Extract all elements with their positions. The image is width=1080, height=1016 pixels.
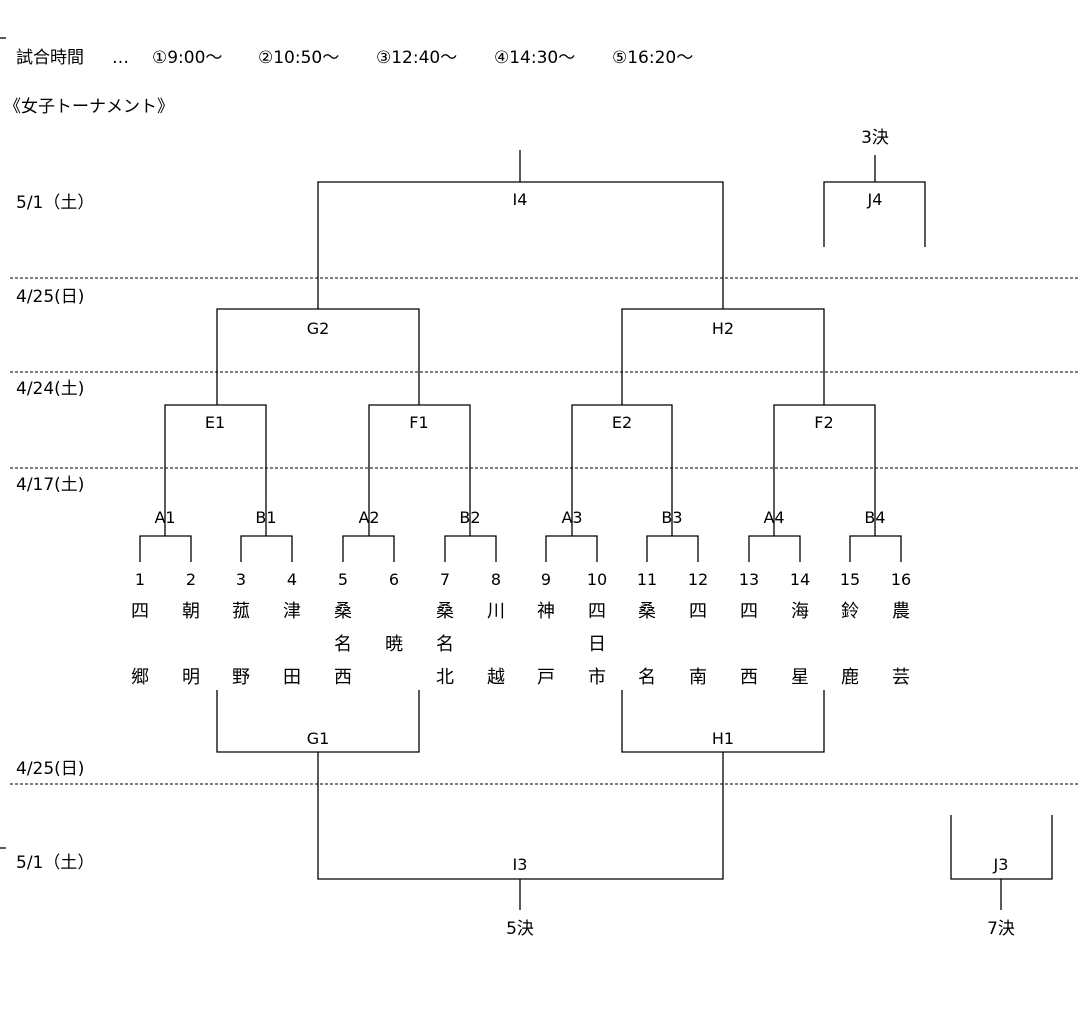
match-label-F1: F1 bbox=[409, 413, 428, 432]
bracket-A2 bbox=[342, 535, 395, 562]
team-number: 1 bbox=[135, 570, 145, 589]
match-label-A2: A2 bbox=[358, 508, 379, 527]
team-number: 12 bbox=[688, 570, 708, 589]
team-number: 3 bbox=[236, 570, 246, 589]
bracket-B4 bbox=[849, 535, 902, 562]
date-may1-top: 5/1（土） bbox=[16, 193, 94, 213]
team-name-char: 鹿 bbox=[841, 667, 859, 688]
match-label-B2: B2 bbox=[459, 508, 480, 527]
match-label-H2: H2 bbox=[712, 319, 734, 338]
schedule-time-5: ⑤16:20～ bbox=[612, 48, 693, 68]
date-may1-bottom: 5/1（土） bbox=[16, 853, 94, 873]
team-name-char: 四 bbox=[689, 601, 707, 622]
team-number: 5 bbox=[338, 570, 348, 589]
schedule-time-1: ①9:00～ bbox=[152, 48, 222, 68]
match-label-E2: E2 bbox=[612, 413, 632, 432]
team-list: 1四郷2朝明3菰野4津田5桑名西6暁7桑名北8川越9神戸10四日市11桑名12四… bbox=[131, 570, 911, 688]
match-label-B3: B3 bbox=[661, 508, 682, 527]
team-name-char: 名 bbox=[436, 634, 454, 655]
team-name-char: 四 bbox=[740, 601, 758, 622]
team-number: 15 bbox=[840, 570, 860, 589]
team-name-char: 越 bbox=[487, 667, 505, 688]
match-label-A3: A3 bbox=[561, 508, 582, 527]
bracket-A3 bbox=[545, 535, 598, 562]
team-name-char: 桑 bbox=[436, 601, 454, 622]
section-title: 《女子トーナメント》 bbox=[4, 97, 174, 117]
bracket-E1 bbox=[164, 404, 267, 502]
match-label-B1: B1 bbox=[255, 508, 276, 527]
match-label-J4: J4 bbox=[867, 190, 883, 209]
team-name-char: 津 bbox=[283, 601, 301, 622]
team-name-char: 市 bbox=[588, 667, 606, 688]
date-apr25-top: 4/25(日) bbox=[16, 287, 84, 307]
schedule-label: 試合時間 bbox=[16, 48, 84, 68]
schedule-time-2: ②10:50～ bbox=[258, 48, 339, 68]
team-name-char: 朝 bbox=[182, 601, 200, 622]
team-number: 8 bbox=[491, 570, 501, 589]
date-apr17: 4/17(土) bbox=[16, 475, 84, 495]
team-name-char: 戸 bbox=[537, 667, 555, 688]
match-label-G2: G2 bbox=[307, 319, 330, 338]
team-number: 10 bbox=[587, 570, 607, 589]
team-name-char: 農 bbox=[892, 601, 910, 622]
team-number: 6 bbox=[389, 570, 399, 589]
third-place-label: 3決 bbox=[861, 128, 889, 148]
schedule-time-4: ④14:30～ bbox=[494, 48, 575, 68]
match-label-H1: H1 bbox=[712, 729, 734, 748]
team-name-char: 西 bbox=[334, 667, 352, 688]
bracket-B1 bbox=[240, 535, 293, 562]
date-apr24: 4/24(土) bbox=[16, 379, 84, 399]
team-name-char: 川 bbox=[487, 601, 505, 622]
team-name-char: 四 bbox=[588, 601, 606, 622]
match-label-F2: F2 bbox=[814, 413, 833, 432]
bracket-A4 bbox=[748, 535, 801, 562]
team-name-char: 北 bbox=[436, 667, 454, 688]
team-name-char: 郷 bbox=[131, 667, 149, 688]
team-name-char: 名 bbox=[638, 667, 656, 688]
date-apr25-bottom: 4/25(日) bbox=[16, 759, 84, 779]
match-label-A1: A1 bbox=[154, 508, 175, 527]
team-number: 9 bbox=[541, 570, 551, 589]
team-name-char: 神 bbox=[537, 601, 555, 622]
team-number: 7 bbox=[440, 570, 450, 589]
fifth-place-label: 5決 bbox=[506, 919, 534, 939]
team-name-char: 明 bbox=[182, 667, 200, 688]
team-number: 11 bbox=[637, 570, 657, 589]
team-name-char: 桑 bbox=[334, 601, 352, 622]
seventh-place-label: 7決 bbox=[987, 919, 1015, 939]
team-name-char: 田 bbox=[283, 667, 301, 688]
team-name-char: 鈴 bbox=[841, 601, 859, 622]
match-label-A4: A4 bbox=[763, 508, 784, 527]
team-number: 14 bbox=[790, 570, 810, 589]
team-name-char: 暁 bbox=[385, 634, 403, 655]
team-name-char: 海 bbox=[791, 601, 809, 622]
bracket-B2 bbox=[444, 535, 497, 562]
match-label-J3: J3 bbox=[993, 855, 1009, 874]
team-name-char: 南 bbox=[689, 667, 707, 688]
match-label-G1: G1 bbox=[307, 729, 330, 748]
bracket-A1 bbox=[139, 535, 192, 562]
schedule-time-3: ③12:40～ bbox=[376, 48, 457, 68]
match-label-I3: I3 bbox=[513, 855, 528, 874]
match-label-I4: I4 bbox=[513, 190, 528, 209]
team-name-char: 桑 bbox=[638, 601, 656, 622]
team-name-char: 名 bbox=[334, 634, 352, 655]
team-name-char: 西 bbox=[740, 667, 758, 688]
team-number: 13 bbox=[739, 570, 759, 589]
match-label-E1: E1 bbox=[205, 413, 225, 432]
team-name-char: 日 bbox=[588, 634, 606, 655]
match-label-B4: B4 bbox=[864, 508, 885, 527]
team-name-char: 野 bbox=[232, 667, 250, 688]
team-name-char: 四 bbox=[131, 601, 149, 622]
team-number: 4 bbox=[287, 570, 297, 589]
team-name-char: 星 bbox=[791, 667, 809, 688]
bracket-B3 bbox=[646, 535, 699, 562]
team-name-char: 菰 bbox=[232, 601, 250, 622]
team-number: 16 bbox=[891, 570, 911, 589]
team-name-char: 芸 bbox=[892, 667, 910, 688]
team-number: 2 bbox=[186, 570, 196, 589]
schedule-separator: … bbox=[112, 48, 129, 68]
